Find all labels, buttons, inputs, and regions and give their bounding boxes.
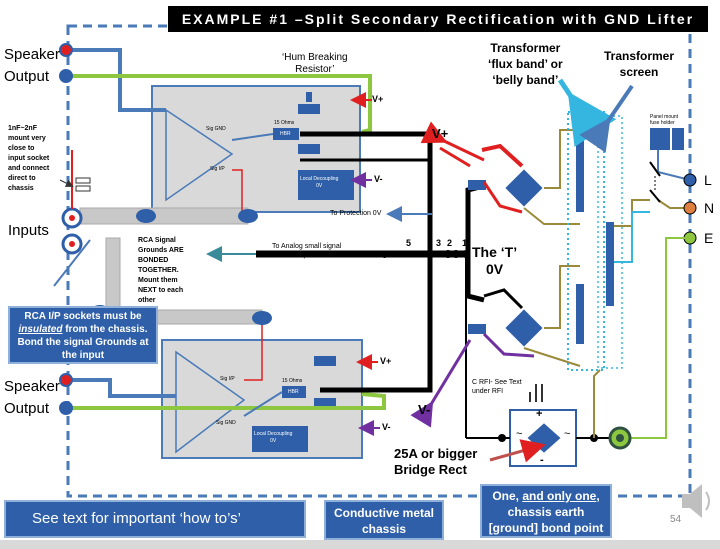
mains-e-label: E	[704, 230, 714, 246]
page-title: EXAMPLE #1 –Split Secondary Rectificatio…	[168, 6, 708, 32]
flux-band-label: Transformer ‘flux band’ or ‘belly band’	[488, 41, 563, 87]
vminus-bottom-label: V-	[382, 422, 391, 432]
sig-ip-top-label: Sig I/P	[210, 166, 225, 172]
speaker-icon	[682, 484, 710, 518]
sig-gnd-top-label: Sig GND	[206, 126, 226, 132]
transformer-screen-label: Transformer screen	[604, 49, 675, 79]
sig-gnd-bottom-label: Sig GND	[216, 420, 236, 426]
hbr-top-label: HBR	[280, 131, 291, 137]
vplus-bottom-label: V+	[380, 356, 392, 366]
node-3-label: 3	[436, 238, 442, 248]
local-decoupling-top-label: Local Decoupling 0V	[300, 176, 339, 189]
node-1-label: 1	[462, 238, 468, 248]
chassis-bond-callout: One, and only one, chassis earth [ground…	[480, 484, 612, 538]
see-text-banner: See text for important ‘how to’s’	[4, 500, 306, 538]
rca-insulated-callout: RCA I/P sockets must be insulated from t…	[8, 306, 158, 364]
vplus-main-label: V+	[432, 126, 449, 141]
bridge-ac-right-label: ~	[564, 428, 571, 440]
bridge-ac-left-label: ~	[516, 428, 523, 440]
mains-n-label: N	[704, 200, 715, 216]
ohms-top-label: 15 Ohms	[274, 120, 295, 126]
page-number: 54	[670, 514, 682, 525]
bridge-minus-label: -	[540, 454, 544, 466]
crfi-label: C RFI- See Text under RFI	[472, 379, 522, 395]
the-t-label: The ‘T’ 0V	[472, 244, 518, 277]
panel-fuse-label: Panel mount fuse holder	[650, 114, 679, 126]
speaker-output-bottom-label: Speaker Output	[4, 378, 60, 417]
vminus-main-label: V-	[418, 402, 431, 417]
node-6-label: 6	[382, 250, 388, 260]
transformer-secondary-top	[468, 129, 584, 225]
chassis-outline	[66, 24, 692, 498]
mains-l-label: L	[704, 172, 712, 188]
conductive-chassis-callout: Conductive metal chassis	[324, 500, 444, 540]
vplus-top-label: V+	[372, 94, 384, 104]
input-sockets	[61, 150, 91, 255]
hbr-bottom-label: HBR	[288, 389, 299, 395]
hum-breaking-label: ‘Hum Breaking Resistor’	[282, 52, 348, 75]
speaker-output-top-label: Speaker Output	[4, 46, 60, 85]
bridge-label: 25A or bigger Bridge Rect	[394, 446, 478, 477]
rca-grounds-note: RCA Signal Grounds ARE BONDED TOGETHER. …	[138, 237, 184, 304]
to-protection-label: To Protection 0V	[330, 210, 382, 217]
transformer-secondary-bottom	[468, 265, 584, 367]
amp-board-top	[151, 85, 361, 213]
vminus-top-label: V-	[374, 174, 383, 184]
node-2-label: 2	[447, 238, 453, 248]
sig-ip-bottom-label: Sig I/P	[220, 376, 235, 382]
cap-note: 1nF~2nF mount very close to input socket…	[8, 125, 50, 192]
node-5-label: 5	[406, 238, 412, 248]
bottom-bar	[0, 540, 720, 549]
local-decoupling-bottom-label: Local Decoupling 0V	[254, 431, 293, 444]
flux-band-outline	[567, 111, 605, 371]
bridge-plus-label: +	[536, 408, 543, 420]
gnd-lifter	[465, 254, 632, 467]
inputs-label: Inputs	[8, 222, 49, 239]
to-analog-label: To Analog small signal GND if required	[272, 243, 342, 259]
ohms-bottom-label: 15 Ohms	[282, 378, 303, 384]
